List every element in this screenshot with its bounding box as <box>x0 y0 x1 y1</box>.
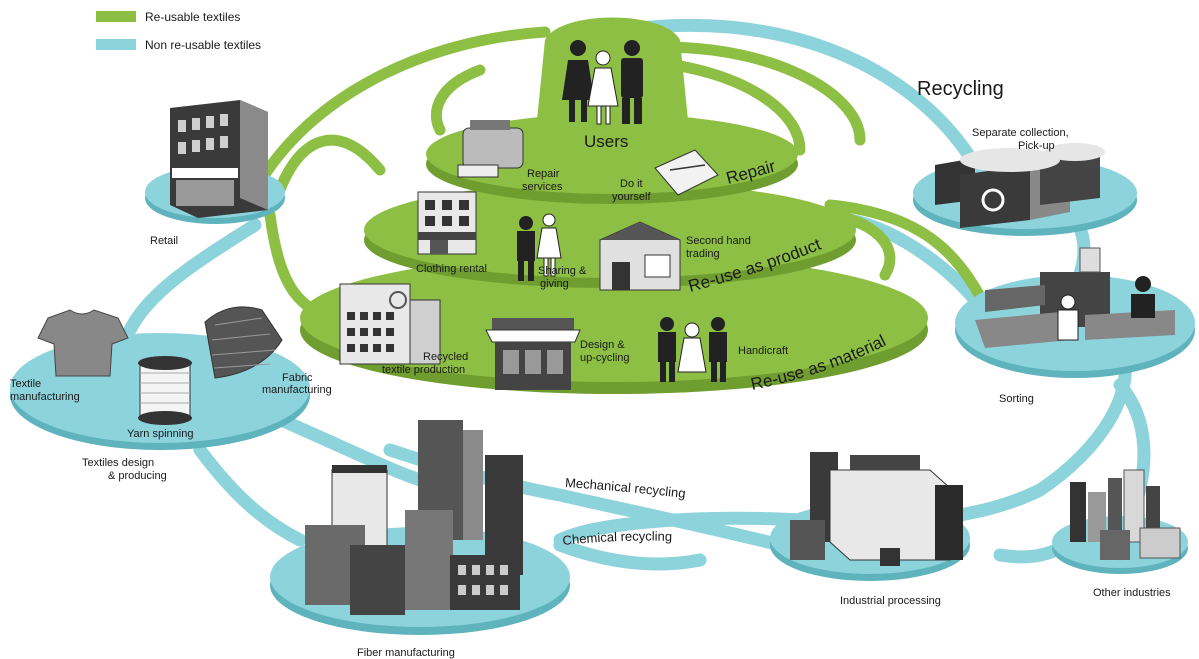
design-shop-icon <box>485 318 581 390</box>
label-chemical-recycling: Chemical recycling <box>562 529 673 548</box>
label-repair-services: Repair services <box>522 168 563 193</box>
handicraft-people-icon <box>658 317 727 382</box>
sewing-machine-icon <box>457 120 524 178</box>
label-design: Design & up-cycling <box>580 339 630 364</box>
node-labels: Retail Textile manufacturing Fabric manu… <box>10 78 1171 659</box>
label-second-hand: Second hand trading <box>686 235 754 260</box>
tier-reuse-material <box>300 254 928 394</box>
label-handicraft: Handicraft <box>738 345 788 357</box>
label-recycled-production: Recycled textile production <box>382 351 471 376</box>
label-other-industries: Other industries <box>1093 587 1171 599</box>
label-sharing: Sharing & giving <box>538 265 589 290</box>
label-chemical-recycling-text: Chemical recycling <box>562 529 673 548</box>
label-collection: Separate collection, Pick-up <box>972 127 1072 152</box>
item-labels: Repair services Do it yourself Clothing … <box>382 168 788 376</box>
label-sorting: Sorting <box>999 393 1034 405</box>
label-textiles-design: Textiles design & producing <box>82 457 167 482</box>
legend-swatch-nonreusable <box>96 39 136 50</box>
label-fabric-manufacturing: Fabric manufacturing <box>262 372 332 396</box>
label-yarn-spinning: Yarn spinning <box>127 428 193 440</box>
needle-thread-icon <box>654 149 719 196</box>
fiber-factory-icon <box>305 420 523 615</box>
clothing-rental-shop-icon <box>417 191 477 255</box>
recycling-bins-icon <box>935 143 1105 228</box>
city-icon <box>1070 469 1181 560</box>
legend-label-nonreusable: Non re-usable textiles <box>145 38 261 52</box>
label-textile-manufacturing: Textile manufacturing <box>10 378 80 403</box>
sharing-people-icon <box>517 213 562 281</box>
legend-swatch-reusable <box>96 11 136 22</box>
label-diy: Do it yourself <box>612 178 651 203</box>
label-recycling: Recycling <box>917 78 1004 100</box>
tier-label-users: Users <box>584 132 628 151</box>
label-fiber-manufacturing: Fiber manufacturing <box>357 647 455 659</box>
label-industrial-processing: Industrial processing <box>840 595 941 607</box>
industrial-plant-icon <box>790 452 963 566</box>
t-shirt-icon <box>37 309 129 377</box>
label-clothing-rental: Clothing rental <box>416 263 487 275</box>
legend: Re-usable textiles Non re-usable textile… <box>96 10 261 52</box>
yarn-spool-icon <box>138 356 192 425</box>
recycling-factory-icon <box>339 283 441 365</box>
fabric-icon <box>204 306 283 379</box>
label-retail: Retail <box>150 235 178 247</box>
second-hand-shop-icon <box>599 221 681 291</box>
users-icon <box>562 40 643 125</box>
retail-building-icon <box>170 100 268 218</box>
legend-label-reusable: Re-usable textiles <box>145 10 240 24</box>
sorting-machine-icon <box>975 247 1175 348</box>
